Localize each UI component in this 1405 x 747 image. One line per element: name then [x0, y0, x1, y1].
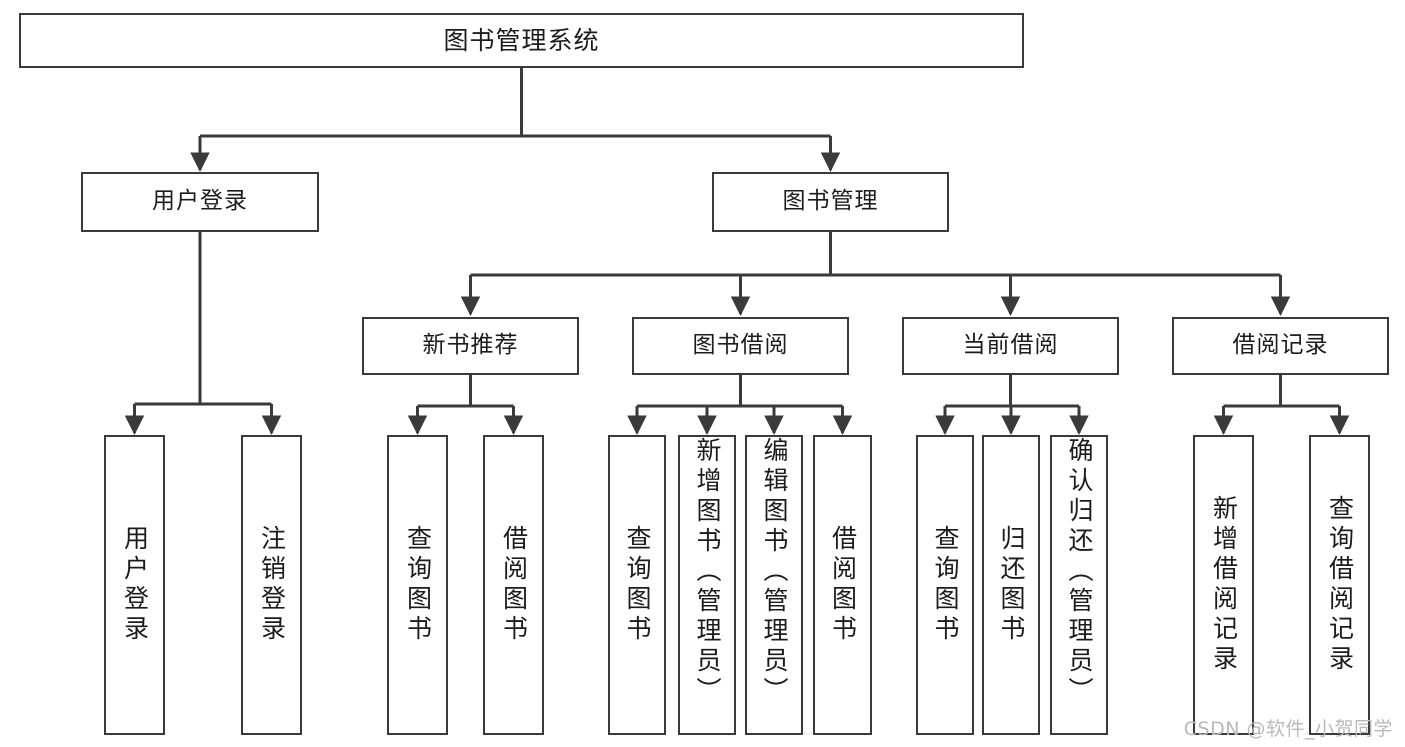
node-label: 图书管理: [782, 188, 879, 215]
node-label: 新书推荐: [422, 332, 519, 359]
node-label: 查询图书: [623, 525, 652, 645]
node-label: 图书借阅: [692, 332, 789, 359]
node-label: 当前借阅: [962, 332, 1059, 359]
node-book-manage[interactable]: 图书管理: [712, 172, 949, 232]
node-leaf-add-book-admin[interactable]: 新增图书（管理员）: [678, 435, 736, 735]
node-book-management-system[interactable]: 图书管理系统: [19, 13, 1024, 68]
node-leaf-borrow-book-recommend[interactable]: 借阅图书: [483, 435, 544, 735]
node-leaf-confirm-return-admin[interactable]: 确认归还（管理员）: [1050, 435, 1108, 735]
node-leaf-logout[interactable]: 注销登录: [241, 435, 302, 735]
node-leaf-return-book[interactable]: 归还图书: [982, 435, 1040, 735]
node-leaf-query-borrow-record[interactable]: 查询借阅记录: [1309, 435, 1370, 735]
node-leaf-query-book-borrow[interactable]: 查询图书: [608, 435, 666, 735]
node-leaf-edit-book-admin[interactable]: 编辑图书（管理员）: [745, 435, 803, 735]
node-label: 查询借阅记录: [1325, 495, 1355, 675]
node-label: 确认归还（管理员）: [1065, 437, 1094, 707]
node-leaf-user-login[interactable]: 用户登录: [104, 435, 165, 735]
node-label: 编辑图书（管理员）: [760, 437, 789, 707]
node-label: 借阅记录: [1232, 332, 1329, 359]
node-label: 新增借阅记录: [1209, 495, 1239, 675]
node-label: 用户登录: [120, 525, 150, 645]
node-label: 查询图书: [403, 525, 433, 645]
node-label: 借阅图书: [499, 525, 529, 645]
node-label: 查询图书: [931, 525, 960, 645]
node-leaf-borrow-book[interactable]: 借阅图书: [813, 435, 872, 735]
node-leaf-add-borrow-record[interactable]: 新增借阅记录: [1193, 435, 1254, 735]
node-new-book-recommend[interactable]: 新书推荐: [362, 317, 579, 375]
node-label: 借阅图书: [828, 525, 858, 645]
node-borrow-record[interactable]: 借阅记录: [1172, 317, 1389, 375]
node-user-login[interactable]: 用户登录: [81, 172, 319, 232]
node-leaf-query-book-current[interactable]: 查询图书: [916, 435, 974, 735]
node-label: 归还图书: [997, 525, 1026, 645]
node-label: 新增图书（管理员）: [693, 437, 722, 707]
csdn-watermark: CSDN @软件_小贺同学: [1183, 718, 1393, 740]
node-book-borrow[interactable]: 图书借阅: [632, 317, 849, 375]
node-label: 用户登录: [152, 188, 248, 215]
node-leaf-query-book-recommend[interactable]: 查询图书: [387, 435, 448, 735]
node-label: 注销登录: [257, 525, 287, 645]
node-current-borrow[interactable]: 当前借阅: [902, 317, 1119, 375]
node-label: 图书管理系统: [443, 25, 600, 55]
